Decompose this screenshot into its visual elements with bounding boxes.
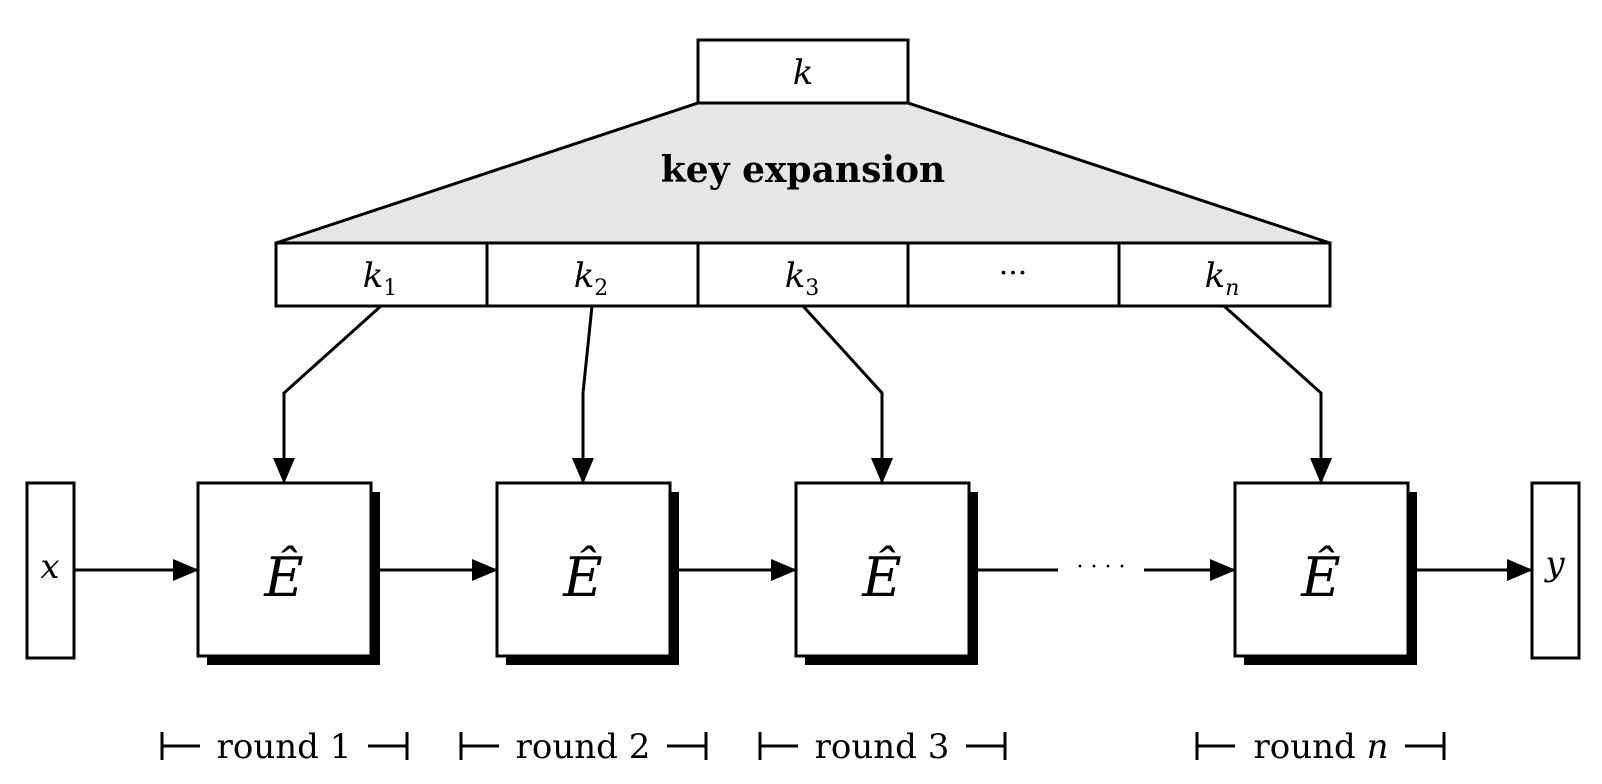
data-flow: · · · · xyxy=(74,555,1533,581)
round-block-1: Ê xyxy=(196,481,380,665)
round-label-2: round 2 xyxy=(516,727,651,767)
round-span-n: round n xyxy=(1195,727,1446,767)
subkey-label-2: k2 xyxy=(574,256,609,301)
output-label: y xyxy=(1543,544,1565,584)
subkey-row: k1 k2 k3 ··· kn xyxy=(274,241,1332,308)
flow-gap-dots: · · · · xyxy=(1077,555,1126,580)
round-block-3: Ê xyxy=(794,481,978,665)
round-func-label-2: Ê xyxy=(562,545,602,609)
subkey-label-3: k3 xyxy=(785,256,820,301)
subkey-arrows xyxy=(273,304,1332,484)
subkey-box-n xyxy=(1117,241,1332,308)
round-label-3: round 3 xyxy=(815,727,950,767)
master-key-label: k xyxy=(793,53,814,93)
input-label: x xyxy=(40,547,59,587)
subkey-box-3 xyxy=(696,241,910,308)
round-span-3: round 3 xyxy=(758,727,1007,767)
output-box xyxy=(1530,481,1581,660)
subkey-box-2 xyxy=(485,241,700,308)
round-box-n xyxy=(1233,481,1410,658)
round-block-n: Ê xyxy=(1233,481,1417,665)
master-key-box xyxy=(696,38,910,105)
round-span-1: round 1 xyxy=(160,727,409,767)
round-func-label-n: Ê xyxy=(1300,545,1340,609)
key-expansion-label: key expansion xyxy=(661,149,945,191)
round-block-2: Ê xyxy=(495,481,679,665)
subkey-label-ellipsis: ··· xyxy=(999,256,1028,291)
subkey-label-n: kn xyxy=(1205,256,1240,301)
round-func-label-3: Ê xyxy=(861,545,901,609)
round-span-2: round 2 xyxy=(459,727,708,767)
subkey-arrow-2 xyxy=(572,305,594,484)
subkey-arrow-3 xyxy=(801,304,893,484)
subkey-arrow-1 xyxy=(273,304,383,484)
subkey-label-1: k1 xyxy=(363,256,398,301)
round-box-2 xyxy=(495,481,672,658)
round-func-label-1: Ê xyxy=(263,545,303,609)
subkey-arrow-n xyxy=(1222,304,1332,484)
round-box-3 xyxy=(794,481,971,658)
round-label-1: round 1 xyxy=(217,727,352,767)
round-label-n: round n xyxy=(1254,727,1389,767)
